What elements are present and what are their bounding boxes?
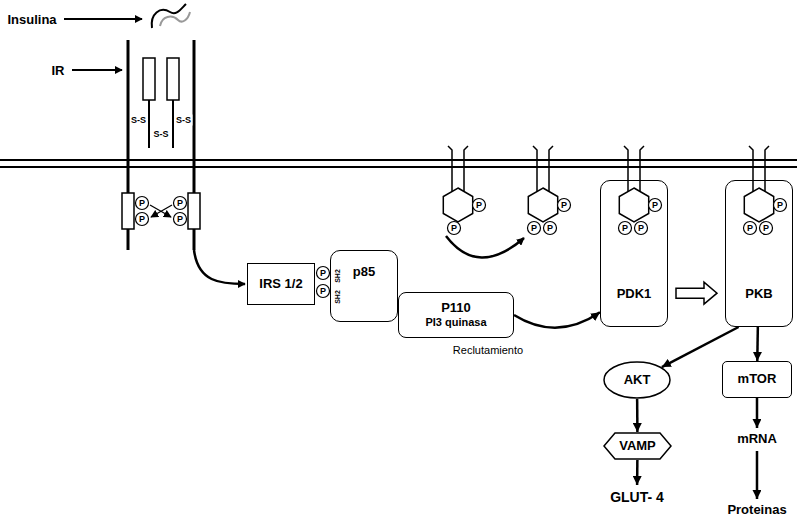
kinase-box: PKB: [725, 180, 793, 327]
phosphate-circle: [448, 222, 461, 235]
domain-label: SH2: [334, 290, 341, 304]
block-arrow: [676, 282, 717, 304]
insulin-receptor: [122, 40, 200, 250]
phosphate-circle: [635, 222, 648, 235]
phosphate-circle: [528, 222, 541, 235]
kinase-box: P110PI3 quinasa: [398, 292, 514, 338]
arrow-connector: [514, 312, 600, 327]
edge-label: Reclutamiento: [453, 345, 523, 356]
node-text: P110: [441, 301, 471, 316]
node-text: p85: [353, 265, 375, 280]
phosphate-circle: [558, 199, 571, 212]
phosphate-circle: [136, 213, 149, 226]
phosphate: P: [652, 201, 658, 210]
phosphate-circle: [744, 222, 757, 235]
ellipse-outline: [603, 361, 671, 399]
phosphate-circle: [774, 199, 787, 212]
kinase-box: PDK1: [600, 180, 668, 327]
phosphate: P: [177, 199, 183, 208]
phosphate-circle: [473, 199, 486, 212]
node-text: mTOR: [738, 372, 777, 387]
subunit-box: p85: [330, 250, 398, 322]
phosphate-circle: [544, 222, 557, 235]
disulfide-bond: S-S: [175, 115, 192, 126]
disulfide-bond: S-S: [130, 115, 147, 126]
phosphate: P: [320, 287, 326, 296]
node-text: VAMP: [619, 439, 656, 454]
protein-box: IRS 1/2: [247, 263, 315, 305]
arrow-connector: [662, 327, 739, 367]
node-text: GLUT- 4: [610, 489, 664, 505]
phosphate: P: [638, 224, 644, 233]
phosphate-circle: [174, 197, 187, 210]
pointer-arrow: [72, 69, 122, 71]
phosphate-circle: [317, 285, 330, 298]
phosphate: P: [531, 224, 537, 233]
product-text: GLUT- 4: [607, 488, 667, 506]
disulfide-bond: S-S: [152, 129, 169, 140]
pointer-arrow: [64, 18, 142, 20]
phosphate-circle: [760, 222, 773, 235]
protein-ellipse: AKT: [603, 361, 671, 399]
arrow-connector: [636, 399, 639, 432]
arrow-connector: [636, 460, 639, 485]
phosphate: P: [476, 201, 482, 210]
node-text: PI3 quinasa: [425, 316, 486, 329]
label-text: Insulina: [7, 13, 56, 26]
phosphate: P: [139, 199, 145, 208]
phosphate-circles: [136, 197, 787, 298]
phosphate: P: [320, 269, 326, 278]
phosphate: P: [451, 224, 457, 233]
product-text: Proteinas: [724, 502, 789, 519]
phosphoinositide: [443, 146, 773, 222]
activation-arrow: [194, 250, 245, 284]
cell-membrane: [0, 160, 797, 167]
node-text: PKB: [745, 287, 772, 302]
phosphorylation-arrow: [446, 236, 524, 258]
phosphate: P: [747, 224, 753, 233]
phosphate: P: [622, 224, 628, 233]
node-text: mRNA: [737, 432, 777, 447]
protein-hexagon: VAMP: [603, 432, 672, 460]
node-text: IRS 1/2: [259, 277, 302, 292]
phosphate: P: [561, 201, 567, 210]
node-text: AKT: [624, 373, 651, 388]
phosphate-circle: [136, 197, 149, 210]
arrow-connector: [756, 327, 759, 361]
label-text: IR: [52, 64, 65, 77]
product-text: mRNA: [734, 431, 780, 448]
node-text: PDK1: [617, 287, 652, 302]
phosphate-circle: [649, 199, 662, 212]
phosphate: P: [177, 215, 183, 224]
phosphate-circle: [317, 267, 330, 280]
phosphate-circle: [174, 213, 187, 226]
phosphate: P: [763, 224, 769, 233]
phosphate: P: [547, 224, 553, 233]
phosphate: P: [777, 201, 783, 210]
phosphate-circle: [619, 222, 632, 235]
autophosphorylation-arrows: [150, 205, 172, 217]
domain-label: SH2: [334, 269, 341, 283]
phosphate: P: [139, 215, 145, 224]
arrow-connector: [756, 451, 759, 499]
hexagon-outline: [603, 432, 672, 460]
insulin-molecule: [152, 4, 190, 28]
arrow-connector: [756, 398, 759, 428]
node-text: Proteinas: [727, 503, 786, 518]
protein-box: mTOR: [722, 361, 792, 398]
